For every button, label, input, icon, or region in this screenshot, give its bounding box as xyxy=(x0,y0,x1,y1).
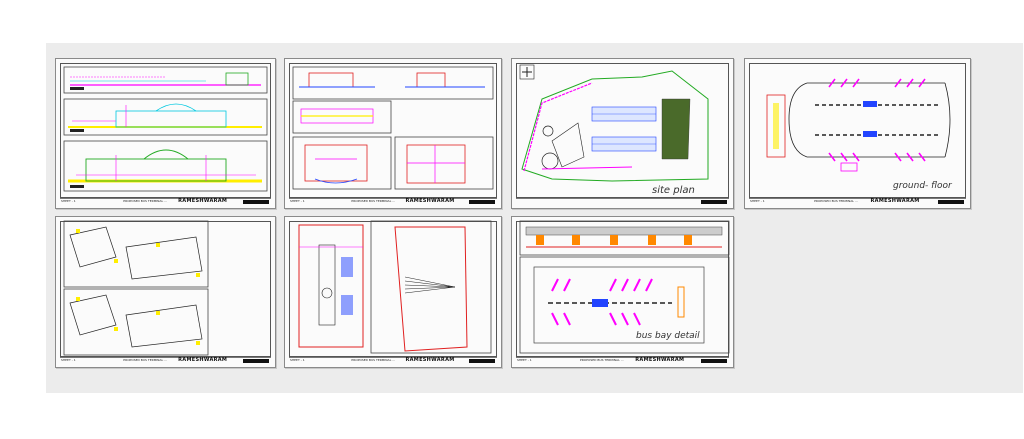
project-line: PROPOSED BUS TERMINAL ... xyxy=(351,199,396,203)
sheet-site-plan[interactable]: site plan xyxy=(511,58,734,209)
sheet-number: SHEET - 1 xyxy=(61,199,76,203)
bus-bay-detail-drawing xyxy=(519,220,730,354)
sheet-frame xyxy=(516,221,729,357)
sheet-frame xyxy=(289,63,497,198)
sheet-number: SHEET - 1 xyxy=(290,199,305,203)
project-line: PROPOSED BUS TERMINAL ... xyxy=(814,199,858,203)
title-block: SHEET - 1 PROPOSED BUS TERMINAL ... RAME… xyxy=(289,357,497,364)
terminal-plan-drawing xyxy=(298,220,492,354)
sheet-caption: ground- floor xyxy=(893,181,952,191)
sheet-frame xyxy=(60,63,271,198)
title-stamp xyxy=(243,359,269,363)
bay-layout-drawings xyxy=(63,220,209,356)
title-block: SHEET - 1 PROPOSED BUS TERMINAL ... RAME… xyxy=(60,357,271,364)
sheet-number: SHEET - 1 xyxy=(517,358,532,362)
section-drawings xyxy=(292,66,494,190)
sheet-number: SHEET - 1 xyxy=(290,358,305,362)
sheet-bus-bay-detail[interactable]: bus bay detail SHEET - 1 PROPOSED BUS TE… xyxy=(511,216,734,368)
location-label: RAMESHWARAM xyxy=(635,357,685,363)
drawing-canvas: SHEET - 1 PROPOSED BUS TERMINAL ... RAME… xyxy=(46,43,1023,393)
location-label: RAMESHWARAM xyxy=(405,198,455,204)
sheet-bay-layouts[interactable]: SHEET - 1 PROPOSED BUS TERMINAL ... RAME… xyxy=(55,216,276,368)
elevation-drawings xyxy=(63,66,268,192)
title-block: SHEET - 1 PROPOSED BUS TERMINAL ... RAME… xyxy=(749,198,966,205)
sheet-caption: bus bay detail xyxy=(636,331,700,341)
sheet-elevations[interactable]: SHEET - 1 PROPOSED BUS TERMINAL ... RAME… xyxy=(55,58,276,209)
project-line: PROPOSED BUS TERMINAL ... xyxy=(123,358,167,362)
title-stamp xyxy=(701,359,727,363)
sheet-number: SHEET - 1 xyxy=(750,199,765,203)
location-label: RAMESHWARAM xyxy=(178,357,228,363)
location-label: RAMESHWARAM xyxy=(870,198,920,204)
sheet-sections-plans[interactable]: SHEET - 1 PROPOSED BUS TERMINAL ... RAME… xyxy=(284,58,502,209)
site-plan-drawing xyxy=(519,64,709,182)
project-line: PROPOSED BUS TERMINAL ... xyxy=(123,199,167,203)
title-stamp xyxy=(243,200,269,204)
title-stamp xyxy=(469,200,495,204)
sheet-frame xyxy=(289,221,497,357)
title-stamp xyxy=(938,200,964,204)
sheet-frame xyxy=(516,63,729,198)
project-line: PROPOSED BUS TERMINAL ... xyxy=(579,358,624,362)
sheet-caption: site plan xyxy=(652,185,695,196)
sheet-terminal-plan[interactable]: SHEET - 1 PROPOSED BUS TERMINAL ... RAME… xyxy=(284,216,502,368)
title-stamp xyxy=(701,200,727,204)
sheet-number: SHEET - 1 xyxy=(61,358,76,362)
sheet-frame xyxy=(60,221,271,357)
ground-floor-drawing xyxy=(766,78,951,172)
location-label: RAMESHWARAM xyxy=(405,357,455,363)
title-block xyxy=(516,198,729,205)
title-block: SHEET - 1 PROPOSED BUS TERMINAL ... RAME… xyxy=(289,198,497,205)
location-label: RAMESHWARAM xyxy=(178,198,228,204)
title-stamp xyxy=(469,359,495,363)
sheet-frame xyxy=(749,63,966,198)
title-block: SHEET - 1 PROPOSED BUS TERMINAL ... RAME… xyxy=(516,357,729,364)
title-block: SHEET - 1 PROPOSED BUS TERMINAL ... RAME… xyxy=(60,198,271,205)
project-line: PROPOSED BUS TERMINAL ... xyxy=(351,358,396,362)
sheet-ground-floor[interactable]: ground- floor SHEET - 1 PROPOSED BUS TER… xyxy=(744,58,971,209)
